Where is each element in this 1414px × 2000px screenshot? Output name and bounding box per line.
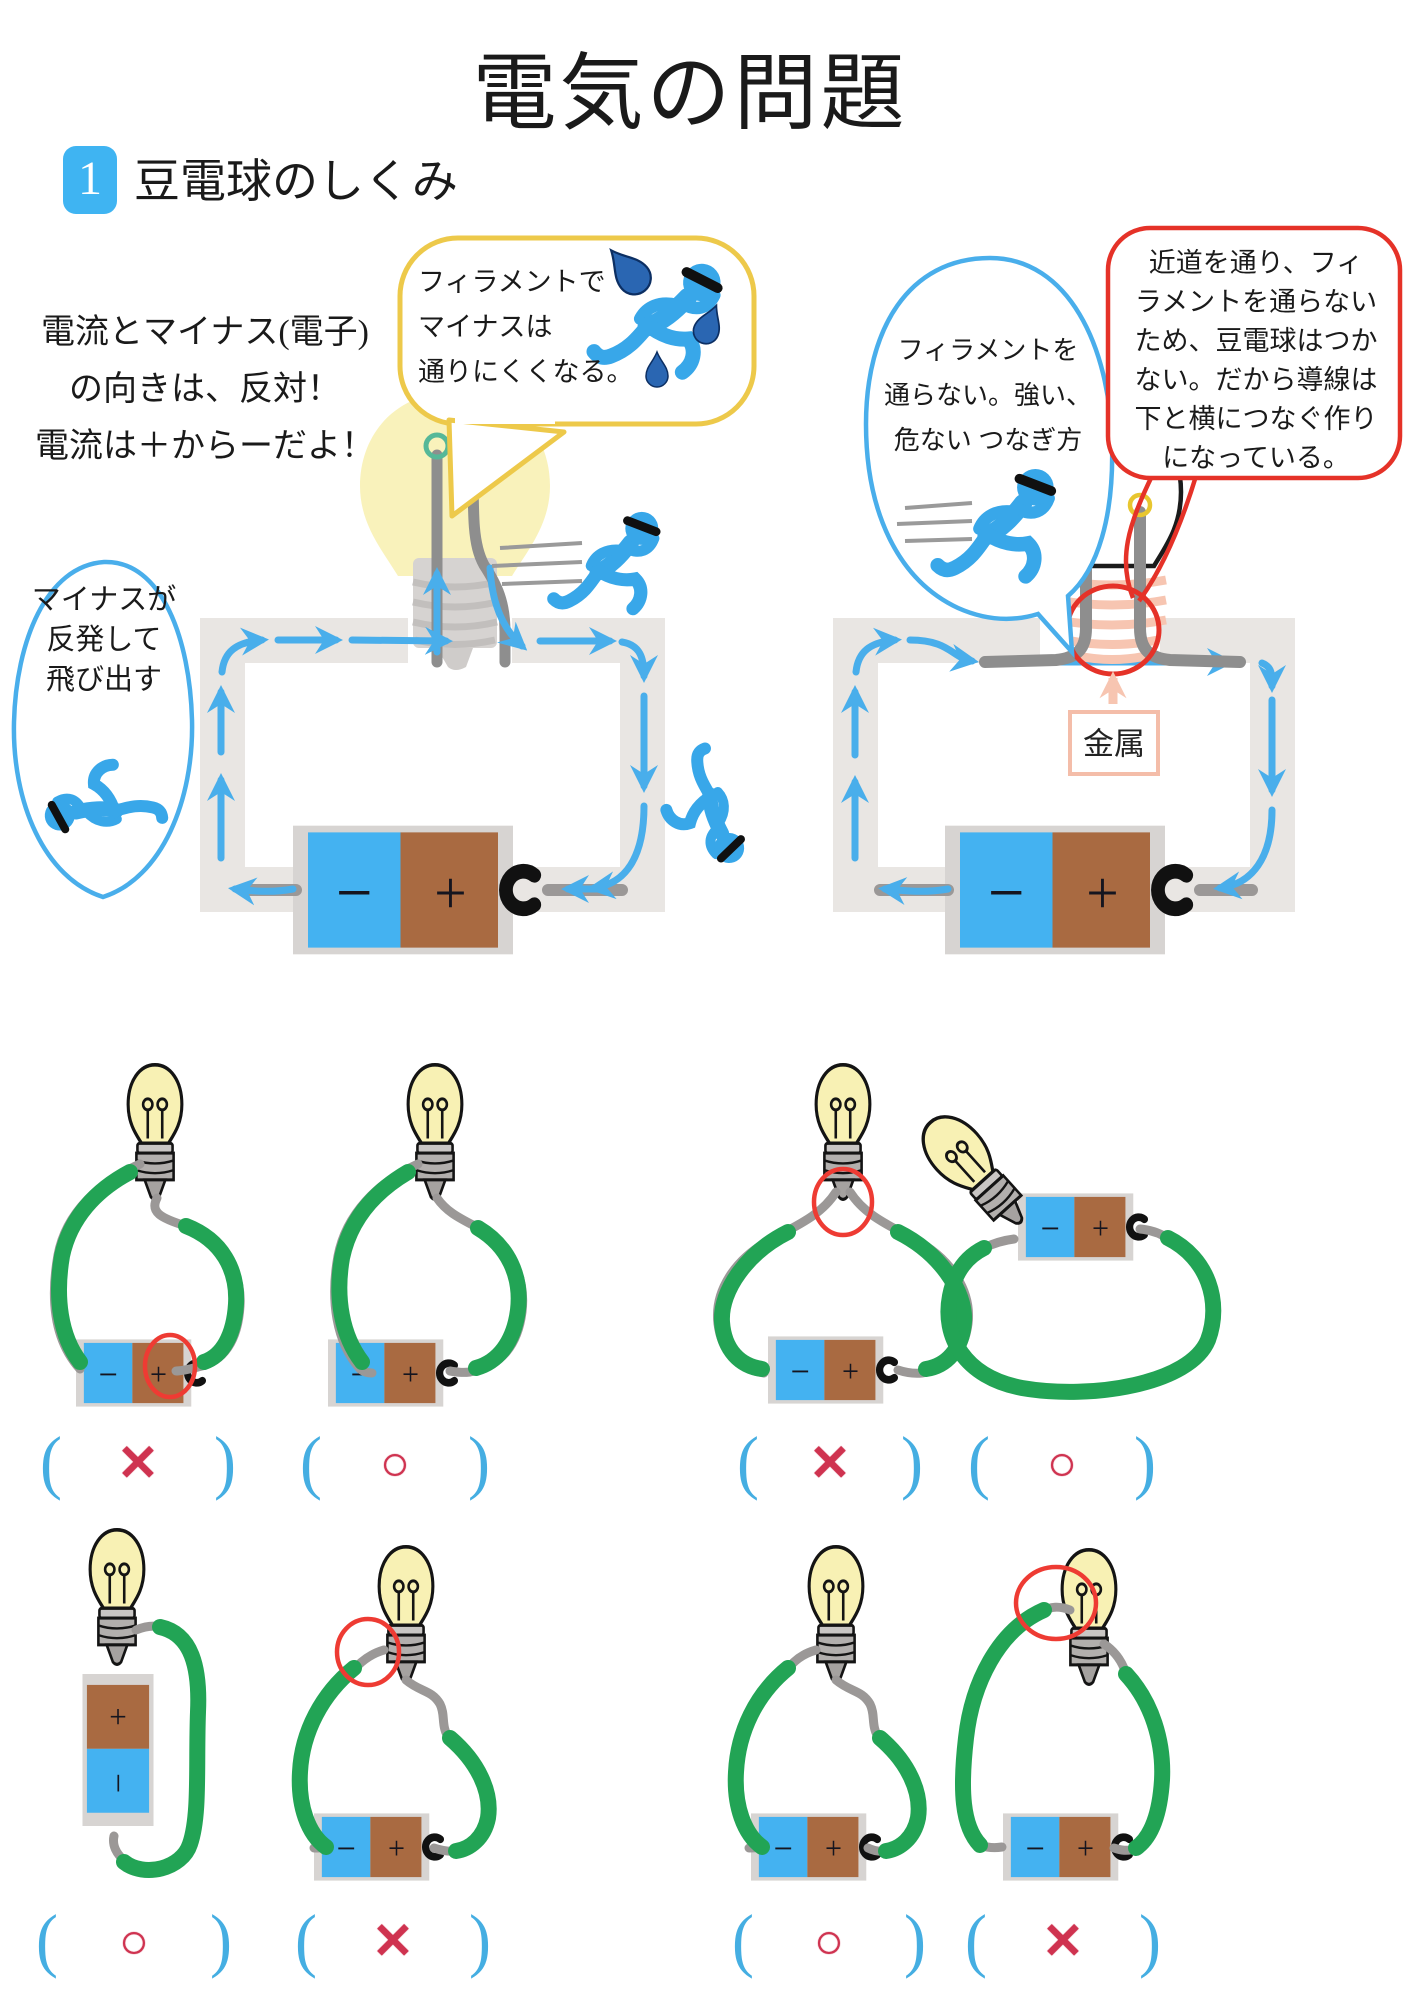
answer-group-7: ( ○ ) (732, 1901, 926, 1980)
filament-avoid-bubble-shape (863, 255, 1115, 659)
tumbling-runner-icon (657, 745, 777, 868)
answer-mark: ○ (1046, 1435, 1078, 1491)
intro-note: 電流とマイナス(電子) の向きは、反対！ 電流は＋からーだよ！ (4, 304, 406, 475)
filament-avoid-bubble-text: フィラメントを 通らない。強い、 危ない つなぎ方 (880, 328, 1096, 463)
battery (768, 1336, 894, 1403)
bulb-icon (908, 1102, 1043, 1243)
speed-lines (896, 501, 973, 543)
battery (82, 1674, 154, 1826)
open-paren: ( (300, 1423, 322, 1502)
close-paren: ) (1134, 1423, 1156, 1502)
close-paren: ) (904, 1901, 926, 1980)
answer-group-3: ( ✕ ) (737, 1423, 923, 1502)
section-title: 豆電球のしくみ (134, 156, 458, 207)
answer-group-2: ( ○ ) (300, 1423, 490, 1502)
open-paren: ( (965, 1901, 987, 1980)
shortcut-bubble-text: 近道を通り、フィ ラメントを通らない ため、豆電球はつか ない。だから導線は 下… (1112, 244, 1400, 478)
answer-mark: ✕ (1042, 1913, 1084, 1969)
battery (293, 826, 534, 955)
bubble-line: ない。だから導線は (1134, 365, 1378, 395)
bubble-line: ラメントを通らない (1134, 287, 1378, 317)
open-paren: ( (295, 1901, 317, 1980)
error-circle-icon (1013, 1564, 1099, 1642)
quiz-circuit-3 (713, 1063, 973, 1404)
shortcut-bubble-shape (1105, 225, 1403, 603)
close-paren: ) (1139, 1901, 1161, 1980)
answer-group-1: ( ✕ ) (40, 1423, 236, 1502)
runner-icon (554, 512, 659, 609)
open-paren: ( (732, 1901, 754, 1980)
error-circle-icon (142, 1332, 198, 1400)
current-arrows (207, 564, 658, 906)
bubble-line: 危ない つなぎ方 (893, 426, 1083, 455)
bubble-line: 近道を通り、フィ (1148, 248, 1364, 278)
answer-mark: ✕ (117, 1435, 159, 1491)
answer-mark: ✕ (809, 1435, 851, 1491)
bulb-icon (406, 1063, 464, 1202)
answer-mark: ○ (379, 1435, 411, 1491)
quiz-circuit-4 (908, 1102, 1222, 1400)
answer-group-4: ( ○ ) (968, 1423, 1156, 1502)
right-circuit: 金属 (833, 410, 1295, 955)
bulb-icon (88, 1528, 146, 1667)
quiz-circuit-7 (727, 1545, 927, 1881)
section-number: 1 (78, 152, 102, 205)
bulb-icon (377, 1545, 435, 1684)
answer-mark: ✕ (372, 1913, 414, 1969)
close-paren: ) (210, 1901, 232, 1980)
bulb-icon (126, 1063, 184, 1202)
error-circle-icon (811, 1166, 875, 1238)
bubble-line: フィラメントを (897, 336, 1079, 365)
bubble-line: 通りにくくなる。 (418, 357, 634, 387)
open-paren: ( (36, 1901, 58, 1980)
error-circle-icon (334, 1616, 402, 1688)
battery (945, 826, 1186, 955)
intro-line: 電流は＋からーだよ！ (35, 428, 375, 465)
bubble-line: マイナスは (418, 312, 553, 342)
bubble-line: マイナスが (31, 584, 177, 616)
page-title: 電気の問題 (472, 48, 908, 141)
answer-mark: ○ (813, 1913, 845, 1969)
quiz-circuit-6 (291, 1545, 497, 1881)
answer-mark: ○ (118, 1913, 150, 1969)
battery (1018, 1193, 1144, 1260)
intro-line: 電流とマイナス(電子) (41, 314, 369, 351)
yellow-bubble-text: フィラメントで マイナスは 通りにくくなる。 (418, 260, 642, 395)
intro-line: の向きは、反対！ (69, 371, 341, 408)
bubble-line: ため、豆電球はつか (1134, 326, 1378, 356)
quiz-circuit-8 (955, 1548, 1171, 1881)
close-paren: ) (469, 1901, 491, 1980)
metal-label: 金属 (1068, 671, 1160, 776)
bubble-line: 飛び出す (45, 664, 162, 696)
open-paren: ( (968, 1423, 990, 1502)
open-paren: ( (40, 1423, 62, 1502)
bubble-line: 反発して (46, 624, 162, 656)
close-paren: ) (901, 1423, 923, 1502)
bubble-line: 下と横につなぐ作り (1134, 404, 1378, 434)
close-paren: ) (214, 1423, 236, 1502)
answer-group-8: ( ✕ ) (965, 1901, 1161, 1980)
bubble-line: フィラメントで (418, 267, 606, 297)
section-badge: 1 (63, 146, 117, 214)
bubble-line: になっている。 (1162, 443, 1350, 473)
answer-group-6: ( ✕ ) (295, 1901, 491, 1980)
bubble-line: 通らない。強い、 (883, 381, 1092, 410)
quiz-circuit-5 (82, 1528, 207, 1878)
metal-label-text: 金属 (1083, 727, 1145, 762)
open-paren: ( (737, 1423, 759, 1502)
close-paren: ) (468, 1423, 490, 1502)
bulb-icon (807, 1545, 865, 1684)
speed-lines (491, 541, 583, 586)
answer-group-5: ( ○ ) (36, 1901, 232, 1980)
quiz-circuit-1 (49, 1063, 245, 1407)
quiz-circuit-2 (328, 1063, 528, 1407)
minus-jump-bubble-text: マイナスが 反発して 飛び出す (28, 580, 180, 700)
left-circuit (200, 392, 665, 954)
